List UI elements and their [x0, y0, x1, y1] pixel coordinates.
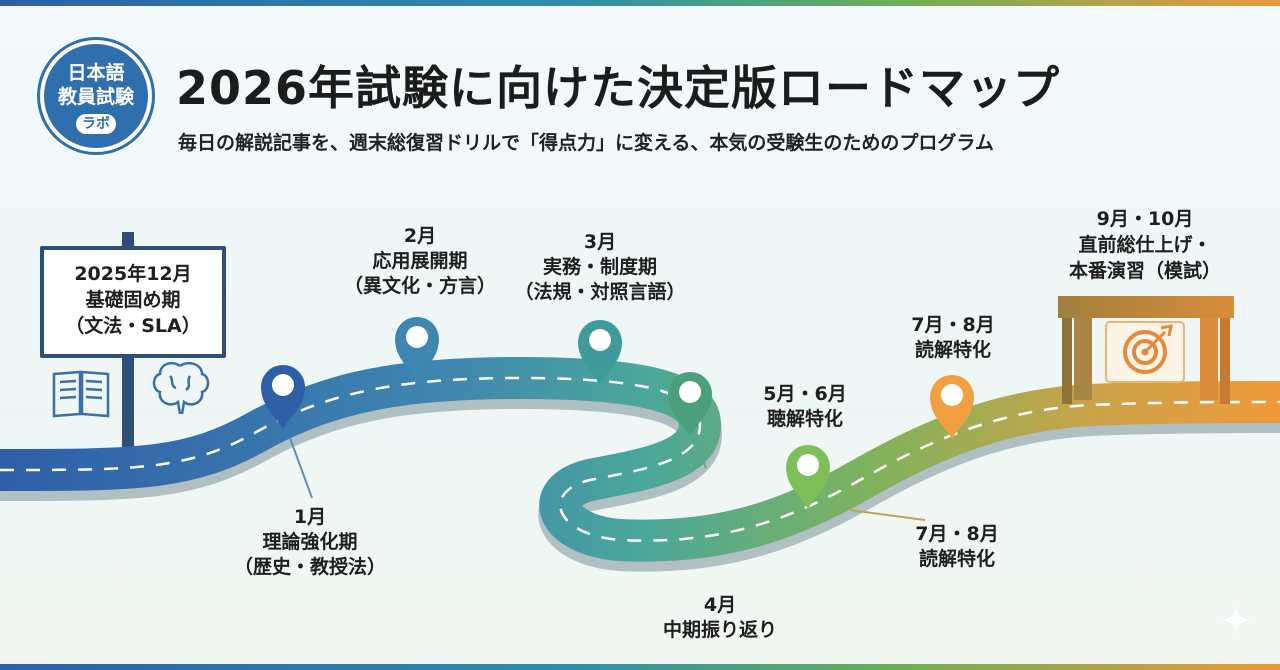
brain-icon — [152, 362, 210, 415]
target-icon — [1123, 324, 1173, 374]
milestone-jul-bottom: 7月・8月 読解特化 — [882, 522, 1032, 572]
milestone-dec-line2: 基礎固め期 — [85, 289, 181, 311]
milestone-jul-bottom-line2: 読解特化 — [918, 548, 995, 570]
milestone-sep-line3: 本番演習（模試） — [1068, 260, 1221, 282]
milestone-jul-top-line1: 7月・8月 — [911, 314, 995, 336]
road-lane-markings — [0, 376, 1280, 542]
milestone-mar-line1: 3月 — [583, 231, 617, 253]
map-pin-icon — [668, 372, 712, 436]
milestone-may-line2: 聴解特化 — [766, 408, 843, 430]
milestone-mar: 3月 実務・制度期 （法規・対照言語） — [510, 230, 690, 305]
milestone-feb: 2月 応用展開期 （異文化・方言） — [340, 224, 500, 299]
leader-line-jan — [289, 437, 313, 499]
map-pin-icon — [578, 320, 622, 384]
top-accent-bar — [0, 0, 1280, 6]
logo-badge: 日本語 教員試験 ラボ — [40, 40, 152, 152]
milestone-jan: 1月 理論強化期 （歴史・教授法） — [230, 505, 390, 580]
milestone-apr: 4月 中期振り返り — [640, 593, 800, 643]
milestone-apr-line1: 4月 — [703, 594, 737, 616]
page-subtitle: 毎日の解説記事を、週末総復習ドリルで「得点力」に変える、本気の受験生のためのプロ… — [178, 132, 994, 154]
milestone-sep-line1: 9月・10月 — [1096, 208, 1194, 230]
map-pin-icon — [930, 375, 974, 439]
milestone-mar-line3: （法規・対照言語） — [514, 281, 686, 303]
milestone-jan-line2: 理論強化期 — [262, 531, 358, 553]
milestone-mar-line2: 実務・制度期 — [542, 256, 657, 278]
milestone-jul-bottom-line1: 7月・8月 — [915, 523, 999, 545]
milestone-sep-line2: 直前総仕上げ・ — [1078, 234, 1212, 256]
milestone-feb-line1: 2月 — [403, 225, 437, 247]
map-pin-icon — [261, 365, 305, 429]
map-pin-icon — [395, 317, 439, 381]
milestone-jul-top-line2: 読解特化 — [914, 339, 991, 361]
start-signpost: 2025年12月 基礎固め期 （文法・SLA） — [40, 246, 226, 358]
leader-line-apr — [689, 429, 707, 469]
logo-line2: 教員試験 — [57, 86, 134, 108]
milestone-feb-line3: （異文化・方言） — [343, 275, 496, 297]
milestone-dec-line1: 2025年12月 — [74, 263, 192, 285]
milestone-dec-line3: （文法・SLA） — [65, 315, 201, 337]
milestone-jan-line3: （歴史・教授法） — [233, 556, 386, 578]
logo-line1: 日本語 — [67, 62, 125, 84]
sparkle-icon — [1220, 604, 1252, 636]
milestone-sep: 9月・10月 直前総仕上げ・ 本番演習（模試） — [1040, 206, 1250, 284]
map-pin-icon — [786, 445, 830, 509]
bottom-accent-bar — [0, 664, 1280, 670]
page-title: 2026年試験に向けた決定版ロードマップ — [176, 61, 1061, 115]
book-icon — [52, 370, 110, 418]
milestone-jan-line1: 1月 — [293, 506, 327, 528]
milestone-may: 5月・6月 聴解特化 — [730, 382, 880, 432]
milestone-feb-line2: 応用展開期 — [372, 250, 468, 272]
milestone-may-line1: 5月・6月 — [763, 383, 847, 405]
logo-badge-label: ラボ — [76, 114, 116, 134]
leader-line-jul — [849, 509, 926, 521]
milestone-apr-line2: 中期振り返り — [662, 619, 777, 641]
milestone-jul-top: 7月・8月 読解特化 — [878, 313, 1028, 363]
